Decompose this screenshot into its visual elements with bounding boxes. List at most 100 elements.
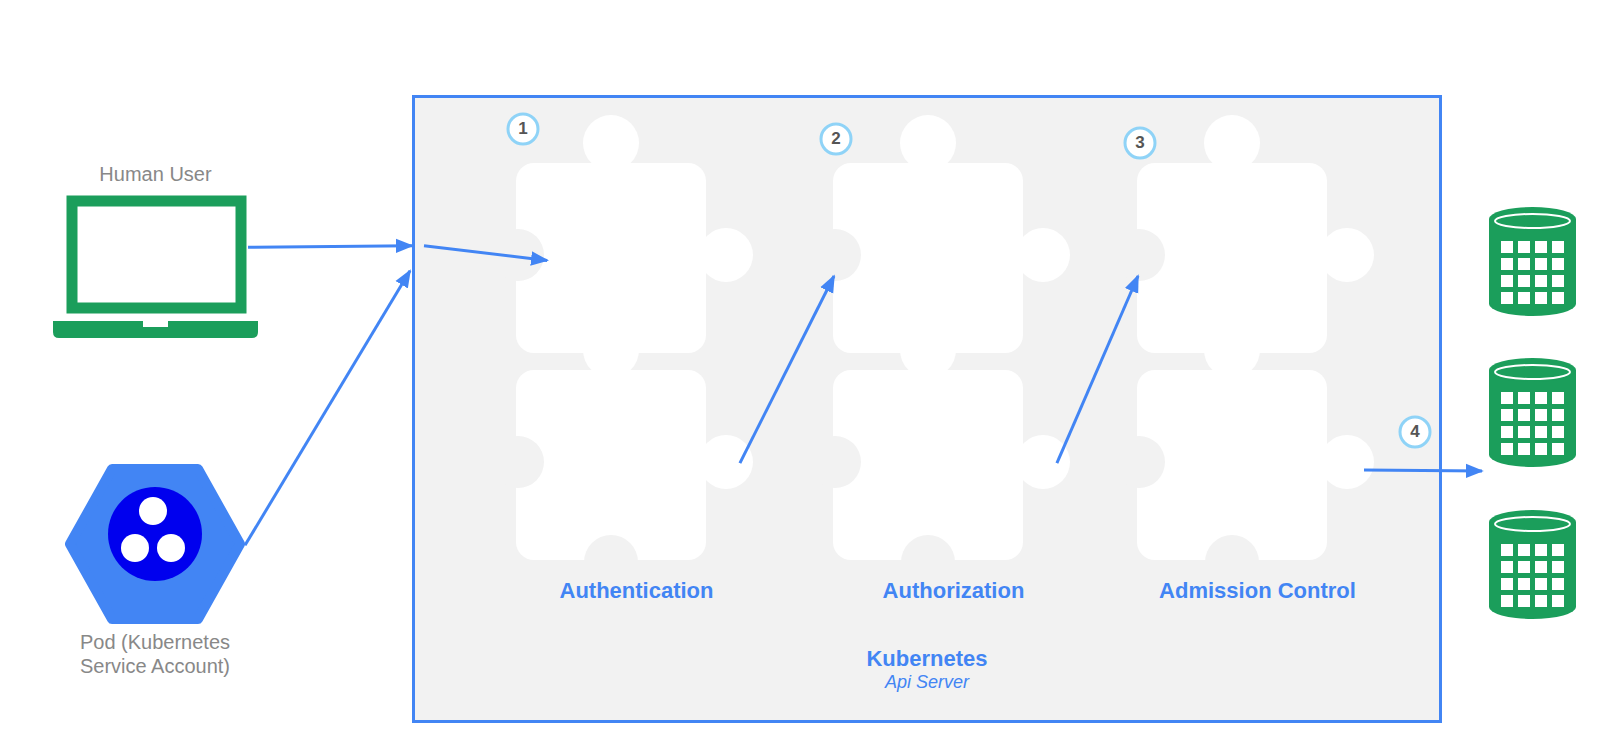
node-texts: Authorization [836,578,1071,604]
database-cell [1535,292,1547,304]
puzzle-socket [1113,229,1165,281]
puzzle-knob [699,435,753,489]
puzzle-pair [1113,115,1374,589]
database-icon [1489,207,1576,316]
laptop-base [53,321,258,338]
node-label: Admission Control [1140,578,1375,604]
databases [1489,207,1576,619]
database-top [1489,510,1576,534]
pod-dot [157,534,185,562]
database-rim [1495,214,1570,228]
puzzle-piece [1137,370,1327,560]
database-cell [1518,544,1530,556]
database-body [1489,370,1576,467]
database-cell [1518,392,1530,404]
callout-number: 3 [1125,128,1155,158]
database-cell [1518,595,1530,607]
database-cell [1518,275,1530,287]
database-cell [1552,578,1564,590]
database-icon [1489,358,1576,467]
callout-circle [821,124,851,154]
database-cell [1501,443,1513,455]
puzzle-knob [900,115,956,171]
puzzles [492,115,1374,589]
database-cell [1501,241,1513,253]
laptop-screen [72,201,241,308]
pod-dot [121,534,149,562]
database-cell [1518,292,1530,304]
flow-arrow [245,271,410,545]
database-top [1489,358,1576,382]
database-cell [1501,392,1513,404]
callout-circle [508,114,538,144]
node-texts: Authentication [519,578,754,604]
flow-arrow [1057,276,1138,463]
callout-number: 2 [821,124,851,154]
database-cell [1552,275,1564,287]
database-cell [1552,595,1564,607]
database-cell [1535,258,1547,270]
node-texts: Pod (Kubernetes Service Account) [65,630,245,678]
storage-arrow [1364,470,1482,471]
database-body [1489,522,1576,619]
node-sublabel: Api Server [415,672,1439,694]
database-cell [1552,392,1564,404]
puzzle-pair [492,115,753,589]
database-cell [1535,443,1547,455]
puzzle-socket [492,436,544,488]
database-cell [1552,241,1564,253]
callout-circle [1400,417,1430,447]
database-cell [1535,544,1547,556]
node-label: Pod (Kubernetes Service Account) [65,630,245,678]
puzzle-piece [516,370,706,560]
puzzle-knob [1204,322,1260,378]
callout-number: 4 [1400,417,1430,447]
database-rim [1495,517,1570,531]
database-cell [1552,544,1564,556]
puzzle-knob [1016,435,1070,489]
database-cell [1535,409,1547,421]
pod-hexagon [70,469,240,619]
puzzle-knob [1320,435,1374,489]
database-cell [1535,241,1547,253]
stage-node: Authorization [836,120,1071,640]
database-cell [1552,258,1564,270]
database-cell [1518,241,1530,253]
flow-arrow [424,246,547,261]
puzzle-piece [833,370,1023,560]
database-cell [1535,578,1547,590]
database-cell [1501,595,1513,607]
database-cell [1518,578,1530,590]
laptop-notch [143,321,168,327]
database-cell [1535,561,1547,573]
database-rim [1495,365,1570,379]
puzzle-socket [809,229,861,281]
puzzle-knob [1320,228,1374,282]
database-cell [1501,426,1513,438]
node-texts: KubernetesApi Server [415,646,1439,694]
node-texts: Human User [53,162,258,186]
database-cell [1501,561,1513,573]
database-cell [1518,426,1530,438]
flow-arrow [248,246,412,248]
database-cell [1501,409,1513,421]
database-cell [1535,392,1547,404]
database-cell [1552,426,1564,438]
database-cell [1535,275,1547,287]
database-cell [1518,561,1530,573]
client-node: Human User [53,160,258,338]
database-cell [1518,443,1530,455]
database-cell [1535,426,1547,438]
database-cell [1552,561,1564,573]
database-cell [1501,258,1513,270]
node-texts: Admission Control [1140,578,1375,604]
node-label: Authorization [836,578,1071,604]
puzzle-socket [809,436,861,488]
puzzle-socket [1113,436,1165,488]
stage-node: Admission Control [1140,120,1375,640]
database-cell [1552,292,1564,304]
callout-number: 1 [508,114,538,144]
puzzle-knob [583,115,639,171]
